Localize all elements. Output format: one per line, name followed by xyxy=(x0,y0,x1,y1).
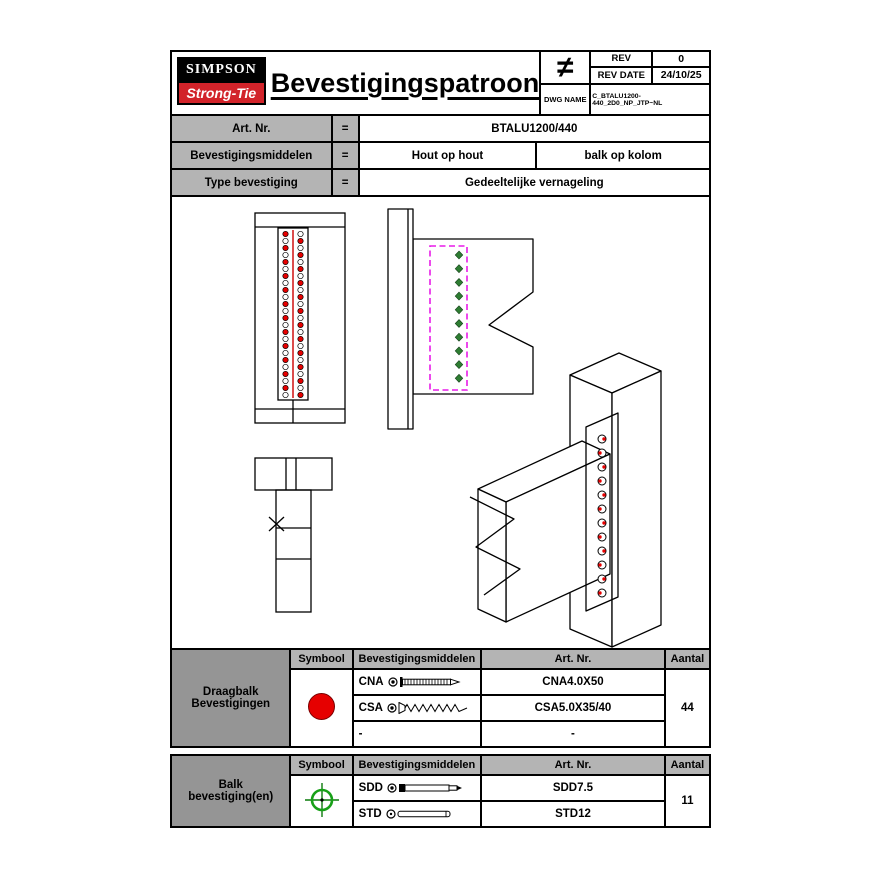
group-label-balk: Balk bevestiging(en) xyxy=(169,754,292,828)
side-view-nail-markers xyxy=(454,250,464,383)
artnr-std: STD12 xyxy=(480,800,666,828)
dwg-name-row: DWG NAME C_BTALU1200-440_2D0_NP_JTP~NL xyxy=(541,85,709,114)
col-symbool: Symbool xyxy=(289,754,354,776)
equals-sign: = xyxy=(330,141,360,170)
fastener-code: CSA xyxy=(358,702,383,714)
col-symbool: Symbool xyxy=(289,648,354,670)
artnr-label: Art. Nr. xyxy=(170,114,333,143)
drawing-sheet: SIMPSON Strong-Tie Bevestigingspatroon ≠… xyxy=(169,50,712,828)
screw-icon xyxy=(387,702,468,714)
fastener-code: CNA xyxy=(358,676,384,688)
table-row: CNA CNA4.0X50 44 xyxy=(171,668,712,748)
balk-fastener-table: Balk bevestiging(en) Symbool Bevestiging… xyxy=(169,754,712,828)
type-value: Gedeeltelijke vernageling xyxy=(357,168,712,197)
side-view-drawing xyxy=(387,208,534,430)
aantal-draagbalk: 44 xyxy=(663,668,712,748)
table-row: CSA CSA5.0X35/40 xyxy=(171,694,710,722)
fasteners-value-1: Hout op hout xyxy=(357,141,538,170)
rev-grid: REV 0 REV DATE 24/10/25 xyxy=(591,52,709,83)
table-header-row: Draagbalk Bevestigingen Symbool Bevestig… xyxy=(169,648,712,748)
fastener-cell-csa: CSA xyxy=(351,694,483,722)
artnr-csa: CSA5.0X35/40 xyxy=(480,694,666,722)
front-nail-pattern xyxy=(282,230,304,399)
balk-symbol-cell xyxy=(289,774,354,828)
fastener-cell-sdd: SDD xyxy=(351,774,483,802)
dowel-screw-icon xyxy=(387,783,462,793)
revision-top-row: ≠ REV 0 REV DATE 24/10/25 xyxy=(541,52,709,85)
rev-date-label: REV DATE xyxy=(591,67,654,83)
dwg-name-value: C_BTALU1200-440_2D0_NP_JTP~NL xyxy=(592,92,663,107)
logo-strongtie: Strong-Tie xyxy=(177,83,266,105)
isometric-nail-pattern xyxy=(597,434,607,598)
isometric-view-drawing xyxy=(469,352,662,648)
technical-drawing xyxy=(254,208,662,648)
rev-label: REV xyxy=(591,52,654,68)
table-row: SDD SDD7.5 11 xyxy=(171,774,712,828)
red-circle-symbol-icon xyxy=(308,693,336,720)
table-header-row: Balk bevestiging(en) Symbool Bevestiging… xyxy=(169,754,712,828)
rev-value: 0 xyxy=(653,52,709,68)
equals-sign: = xyxy=(330,168,360,197)
col-artnr: Art. Nr. xyxy=(480,648,666,670)
draagbalk-symbol-cell xyxy=(289,668,354,748)
artnr-value: BTALU1200/440 xyxy=(357,114,712,143)
col-artnr: Art. Nr. xyxy=(480,754,666,776)
projection-symbol-icon: ≠ xyxy=(541,52,592,83)
front-view-drawing xyxy=(254,212,346,424)
article-info-table: Art. Nr. = BTALU1200/440 Bevestigingsmid… xyxy=(170,114,712,197)
info-row-artnr: Art. Nr. = BTALU1200/440 xyxy=(170,114,712,143)
ring-nail-icon xyxy=(387,677,461,687)
aantal-balk: 11 xyxy=(663,774,712,828)
top-view-drawing xyxy=(254,457,333,613)
fasteners-label: Bevestigingsmiddelen xyxy=(170,141,333,170)
artnr-sdd: SDD7.5 xyxy=(480,774,666,802)
drawing-area xyxy=(170,195,711,650)
fastener-cell-std: STD xyxy=(351,800,483,828)
col-aantal: Aantal xyxy=(663,754,712,776)
table-row: - - xyxy=(171,720,710,748)
fastener-code: - xyxy=(358,728,363,740)
draagbalk-fastener-table: Draagbalk Bevestigingen Symbool Bevestig… xyxy=(169,648,712,748)
fastener-code: SDD xyxy=(358,782,383,794)
dwg-name-label: DWG NAME xyxy=(541,85,592,114)
fastener-cell-cna: CNA xyxy=(351,668,483,696)
col-bevestigingsmiddelen: Bevestigingsmiddelen xyxy=(351,648,483,670)
artnr-cna: CNA4.0X50 xyxy=(480,668,666,696)
type-label: Type bevestiging xyxy=(170,168,333,197)
page-title: Bevestigingspatroon xyxy=(270,67,540,98)
smooth-dowel-icon xyxy=(386,809,451,819)
col-bevestigingsmiddelen: Bevestigingsmiddelen xyxy=(351,754,483,776)
title-area: Bevestigingspatroon xyxy=(271,52,540,114)
title-header: SIMPSON Strong-Tie Bevestigingspatroon ≠… xyxy=(170,50,711,116)
rev-date-value: 24/10/25 xyxy=(660,69,702,82)
artnr-dash: - xyxy=(480,720,666,748)
fastener-cell-dash: - xyxy=(351,720,483,748)
fastener-code: STD xyxy=(358,808,382,820)
simpson-strongtie-logo: SIMPSON Strong-Tie xyxy=(172,52,271,114)
group-label-draagbalk: Draagbalk Bevestigingen xyxy=(169,648,292,748)
table-row: STD STD12 xyxy=(171,800,710,828)
col-aantal: Aantal xyxy=(663,648,712,670)
info-row-type: Type bevestiging = Gedeeltelijke vernage… xyxy=(170,168,712,197)
info-row-fasteners: Bevestigingsmiddelen = Hout op hout balk… xyxy=(170,141,711,170)
equals-sign: = xyxy=(330,114,360,143)
logo-simpson: SIMPSON xyxy=(177,57,266,83)
revision-block: ≠ REV 0 REV DATE 24/10/25 DWG NAME C_BTA… xyxy=(539,52,709,114)
fasteners-value-2: balk op kolom xyxy=(535,141,711,170)
green-crosshair-symbol-icon xyxy=(304,782,339,817)
partial-nailing-outline xyxy=(429,245,468,391)
